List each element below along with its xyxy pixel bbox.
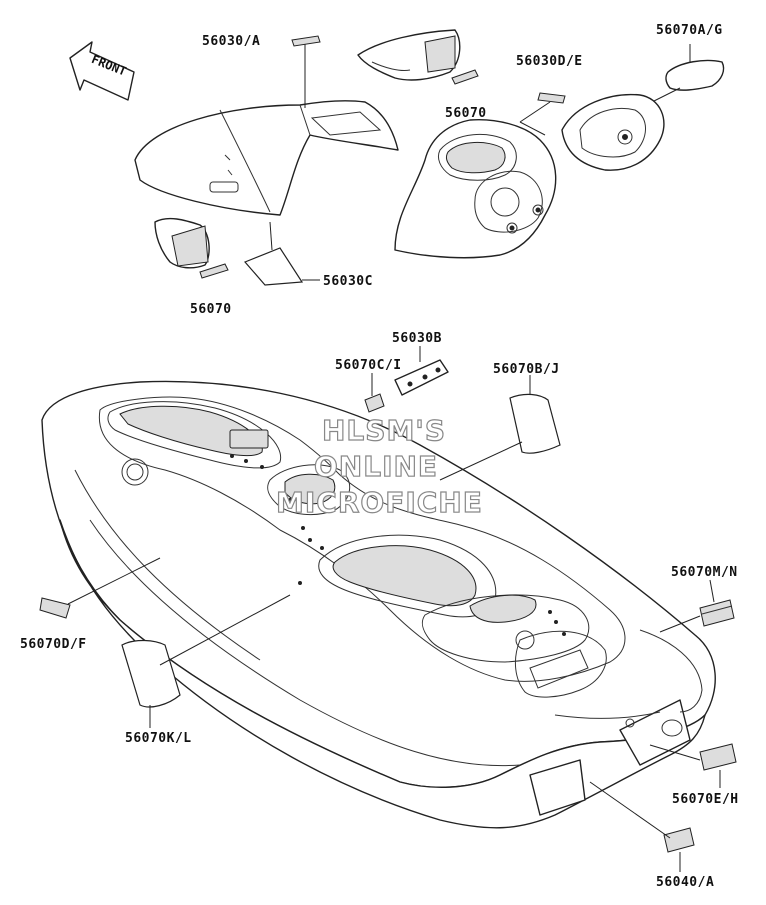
watermark: HLSM'S ONLINE MICROFICHE bbox=[275, 413, 483, 519]
decal-56070-top bbox=[451, 69, 479, 85]
decal-56040A bbox=[589, 781, 695, 872]
label-56030A: 56030/A bbox=[202, 34, 260, 49]
console-part bbox=[394, 118, 557, 259]
decal-56030A bbox=[291, 35, 321, 108]
hull-rivets bbox=[230, 454, 566, 636]
label-56070CI: 56070C/I bbox=[335, 358, 402, 373]
front-arrow: FRONT bbox=[69, 41, 135, 101]
hood-part bbox=[134, 100, 399, 216]
plate-56030B bbox=[394, 346, 449, 396]
label-56070BJ: 56070B/J bbox=[493, 362, 560, 377]
decal-56070AG bbox=[639, 44, 725, 109]
hull-body bbox=[41, 380, 716, 829]
label-56070EH: 56070E/H bbox=[672, 792, 739, 807]
mirror-left bbox=[154, 217, 210, 269]
decal-56030C bbox=[243, 221, 320, 286]
label-56030C: 56030C bbox=[323, 274, 373, 289]
mirror-top bbox=[357, 29, 461, 81]
label-56030B: 56030B bbox=[392, 331, 442, 346]
decal-56070DF bbox=[39, 557, 161, 619]
label-56030DE: 56030D/E bbox=[516, 54, 583, 69]
tray-part bbox=[561, 93, 665, 171]
label-56070AG: 56070A/G bbox=[656, 23, 723, 38]
watermark-line3: MICROFICHE bbox=[276, 486, 483, 519]
watermark-line2: ONLINE bbox=[314, 450, 438, 483]
decal-56070CI bbox=[364, 373, 385, 413]
label-56070KL: 56070K/L bbox=[125, 731, 192, 746]
label-56070DF: 56070D/F bbox=[20, 637, 87, 652]
label-56070-top: 56070 bbox=[445, 106, 487, 121]
decal-56070MN bbox=[659, 579, 735, 633]
decal-56030DE bbox=[519, 92, 566, 136]
decal-56070BJ bbox=[439, 375, 561, 481]
watermark-line1: HLSM'S bbox=[322, 414, 446, 447]
label-56070-left: 56070 bbox=[190, 302, 232, 317]
decal-56070KL bbox=[121, 594, 291, 728]
label-56070MN: 56070M/N bbox=[671, 565, 738, 580]
decal-56070EH bbox=[649, 743, 737, 788]
decal-56070-left bbox=[199, 263, 229, 279]
label-56040A: 56040/A bbox=[656, 875, 714, 890]
